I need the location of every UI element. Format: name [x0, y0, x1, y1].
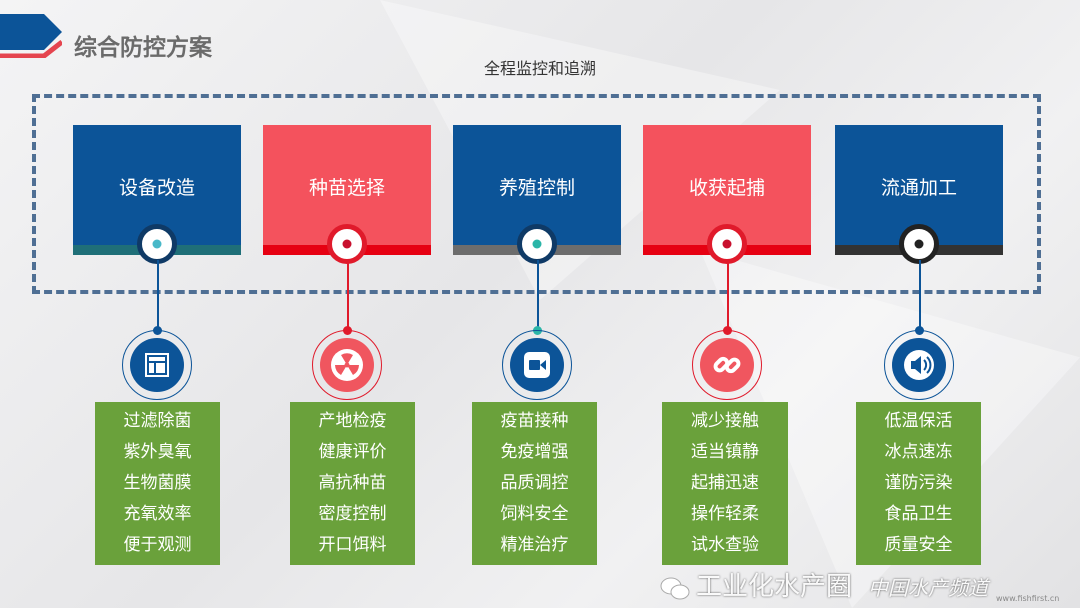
measure-item: 适当镇静 [691, 442, 759, 462]
measure-item: 充氧效率 [123, 504, 192, 524]
measures-list: 疫苗接种免疫增强品质调控饲料安全精准治疗 [472, 402, 597, 565]
stage-label: 流通加工 [880, 177, 957, 199]
watermark-line2: 中国水产频道 [868, 576, 988, 600]
connector-line [347, 260, 349, 330]
measure-item: 产地检疫 [318, 411, 387, 431]
stage-connector-ring [137, 224, 177, 264]
monitoring-frame [32, 94, 1041, 294]
measure-item: 操作轻柔 [691, 504, 759, 524]
stage-label: 种苗选择 [308, 177, 385, 199]
stage-icon-badge [312, 330, 382, 400]
measure-item: 高抗种苗 [318, 473, 387, 493]
stage-connector-ring [517, 224, 557, 264]
subtitle: 全程监控和追溯 [483, 59, 596, 78]
measure-item: 紫外臭氧 [123, 442, 192, 462]
connector-line [919, 260, 921, 330]
layout-icon [130, 338, 184, 392]
stage-icon-badge [502, 330, 572, 400]
measure-item: 生物菌膜 [123, 473, 192, 493]
measure-item: 饲料安全 [500, 504, 569, 524]
measure-item: 免疫增强 [500, 442, 569, 462]
measure-item: 品质调控 [500, 473, 569, 493]
connector-line [537, 260, 539, 330]
stage-icon-badge [122, 330, 192, 400]
connector-line [157, 260, 159, 330]
measures-list: 过滤除菌紫外臭氧生物菌膜充氧效率便于观测 [95, 402, 220, 565]
speaker-icon [892, 338, 946, 392]
measure-item: 冰点速冻 [884, 442, 953, 462]
stage-connector-ring [899, 224, 939, 264]
video-camera-icon [510, 338, 564, 392]
stage-label: 设备改造 [118, 177, 195, 199]
stage-connector-ring [327, 224, 367, 264]
link-icon [700, 338, 754, 392]
title-arrow-icon [0, 14, 62, 58]
stage-connector-ring [707, 224, 747, 264]
measure-item: 精准治疗 [500, 535, 569, 555]
page-title: 综合防控方案 [74, 35, 212, 61]
measure-item: 密度控制 [318, 504, 387, 524]
wechat-icon [660, 577, 690, 600]
stage-label: 收获起捕 [688, 177, 765, 199]
measures-list: 低温保活冰点速冻谨防污染食品卫生质量安全 [856, 402, 981, 565]
measure-item: 谨防污染 [884, 473, 953, 493]
measure-item: 质量安全 [884, 535, 953, 555]
measure-item: 开口饵料 [318, 535, 387, 555]
measure-item: 疫苗接种 [500, 411, 569, 431]
stage-icon-badge [884, 330, 954, 400]
watermark-url: www.fishfirst.cn [996, 594, 1060, 603]
watermark-line1: 工业化水产圈 [696, 572, 853, 602]
measure-item: 便于观测 [123, 535, 192, 555]
measure-item: 食品卫生 [884, 504, 953, 524]
radiation-icon [320, 338, 374, 392]
measure-item: 过滤除菌 [123, 411, 192, 431]
measure-item: 低温保活 [884, 411, 953, 431]
measures-list: 减少接触适当镇静起捕迅速操作轻柔试水查验 [662, 402, 788, 565]
connector-line [727, 260, 729, 330]
measure-item: 试水查验 [691, 535, 759, 555]
measure-item: 起捕迅速 [691, 473, 759, 493]
measures-list: 产地检疫健康评价高抗种苗密度控制开口饵料 [290, 402, 415, 565]
stage-label: 养殖控制 [498, 177, 575, 199]
measure-item: 减少接触 [691, 411, 759, 431]
measure-item: 健康评价 [318, 442, 387, 462]
stage-icon-badge [692, 330, 762, 400]
